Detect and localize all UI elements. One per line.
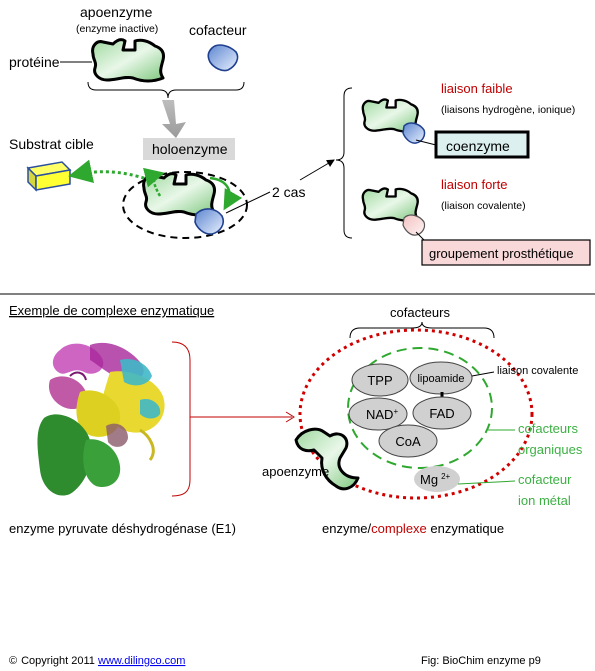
fad-label: FAD bbox=[429, 406, 454, 421]
cofactor-shape bbox=[207, 44, 239, 72]
case2-prosthetic-group bbox=[402, 214, 426, 236]
caption-left: enzyme pyruvate déshydrogénase (E1) bbox=[9, 521, 236, 536]
cases-brace bbox=[335, 87, 353, 239]
caption-right: enzyme/complexe enzymatique bbox=[322, 521, 504, 536]
liaison-covalente-pointer bbox=[471, 371, 495, 377]
mg-oval bbox=[414, 466, 460, 492]
tpp-oval bbox=[351, 363, 409, 397]
nad-oval bbox=[348, 397, 408, 431]
complex-apoenzyme-shape bbox=[294, 427, 360, 491]
copyright-text: ©Copyright 2011 bbox=[9, 655, 95, 667]
nad-label: NAD+ bbox=[366, 407, 398, 422]
holoenzyme-label: holoenzyme bbox=[152, 141, 228, 157]
deux-cas-arrow bbox=[299, 159, 335, 181]
coenzyme-pointer bbox=[415, 139, 437, 146]
green-curved-arrow bbox=[209, 176, 243, 211]
grey-down-arrow bbox=[162, 100, 186, 138]
substrate-binding-arrow bbox=[68, 159, 151, 184]
liaison-covalente-label: liaison covalente bbox=[497, 365, 578, 377]
cofacteur-ion-line2: ion métal bbox=[518, 493, 571, 508]
liaison-faible-sublabel: (liaisons hydrogène, ionique) bbox=[441, 104, 575, 116]
lipoamide-label: lipoamide bbox=[417, 373, 464, 385]
substrat-label: Substrat cible bbox=[9, 136, 94, 152]
groupement-box bbox=[421, 239, 591, 266]
apoenzyme-protein-shape bbox=[91, 38, 166, 83]
footer-link[interactable]: www.dilingco.com bbox=[97, 655, 185, 667]
case1-cofactor bbox=[402, 122, 426, 144]
cofacteurs-title: cofacteurs bbox=[390, 305, 450, 320]
fad-oval bbox=[412, 396, 472, 430]
cofacteurs-brace bbox=[349, 321, 495, 339]
coa-label: CoA bbox=[395, 434, 421, 449]
tpp-label: TPP bbox=[367, 373, 392, 388]
complex-red-ellipse bbox=[298, 328, 534, 500]
cofacteurs-organiques-line1: cofacteurs bbox=[518, 421, 578, 436]
structure-arrow-head bbox=[285, 411, 295, 423]
holoenzyme-box bbox=[143, 138, 235, 160]
coenzyme-box bbox=[434, 130, 530, 159]
coa-oval bbox=[378, 424, 438, 458]
brace-apo-cofactor bbox=[87, 81, 245, 99]
green-dotted-arrow-small bbox=[143, 167, 165, 197]
complex-apoenzyme-label: apoenzyme bbox=[262, 464, 329, 479]
cofacteurs-organiques-line2: organiques bbox=[518, 442, 583, 457]
deux-cas-label: 2 cas bbox=[272, 184, 305, 200]
liaison-forte-sublabel: (liaison covalente) bbox=[441, 200, 526, 212]
holoenzyme-cofactor bbox=[194, 208, 225, 235]
coenzyme-label: coenzyme bbox=[446, 138, 510, 154]
liaison-forte-label: liaison forte bbox=[441, 177, 507, 192]
ion-pointer bbox=[457, 480, 516, 485]
pyruvate-dehydrogenase-structure-image bbox=[37, 342, 165, 496]
cofacteur-label: cofacteur bbox=[189, 22, 247, 38]
holoenzyme-dashed-ellipse bbox=[122, 171, 248, 239]
deux-cas-pointer bbox=[225, 191, 271, 214]
figure-reference: Fig: BioChim enzyme p9 bbox=[421, 655, 541, 667]
substrate-cube bbox=[26, 161, 72, 192]
liaison-faible-label: liaison faible bbox=[441, 81, 513, 96]
section-title: Exemple de complexe enzymatique bbox=[9, 303, 214, 318]
apoenzyme-sublabel: (enzyme inactive) bbox=[76, 23, 158, 35]
cofacteur-ion-line1: cofacteur bbox=[518, 472, 572, 487]
groupement-label: groupement prosthétique bbox=[429, 246, 574, 261]
proteine-label: protéine bbox=[9, 54, 60, 70]
structure-bracket bbox=[171, 341, 191, 497]
organic-cofactors-ellipse bbox=[347, 347, 493, 469]
apoenzyme-label: apoenzyme bbox=[80, 4, 153, 20]
